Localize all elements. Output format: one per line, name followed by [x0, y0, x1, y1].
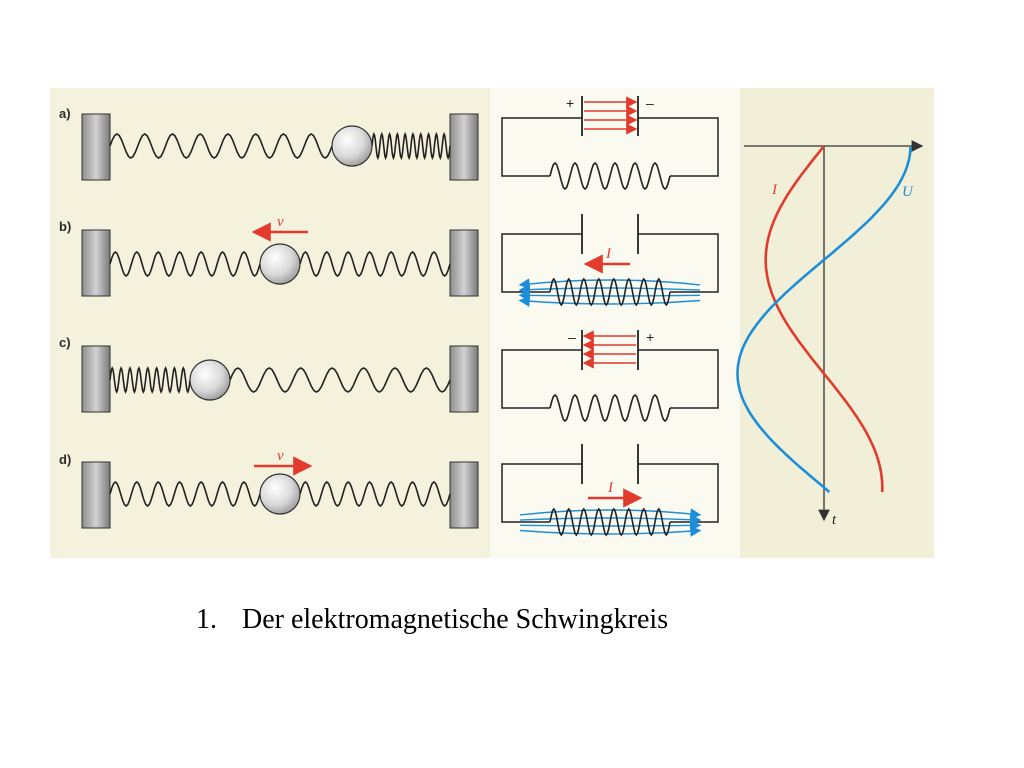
oscillation-graph: I U t: [736, 140, 924, 528]
capacitor-sign-right: –: [646, 95, 654, 111]
right-spring: [229, 367, 451, 393]
right-wall: [449, 345, 479, 413]
right-wall: [449, 229, 479, 297]
field-line: [519, 525, 702, 537]
mass-ball: [331, 125, 373, 167]
right-spring: [299, 250, 451, 278]
circuit-wire: [501, 349, 719, 409]
left-spring: [109, 480, 261, 508]
field-line: [519, 508, 702, 520]
current-label: I: [605, 246, 612, 262]
left-wall: [81, 461, 111, 529]
spring-oscillator-c: [81, 345, 479, 413]
figure-caption: 1. Der elektromagnetische Schwingkreis: [196, 604, 668, 636]
current-curve-label: I: [771, 182, 778, 198]
right-wall: [449, 461, 479, 529]
row-label-c: c): [59, 335, 71, 350]
voltage-curve-label: U: [902, 184, 914, 200]
left-spring: [109, 250, 261, 278]
caption-number: 1.: [196, 604, 217, 635]
oscillator-figure: a) b) c) d) + – v I: [50, 88, 934, 558]
inductor-coil: [549, 277, 671, 307]
left-wall: [81, 229, 111, 297]
spring-oscillator-d: v: [81, 448, 479, 529]
capacitor-sign-left: –: [568, 329, 576, 345]
time-axis-label: t: [832, 512, 837, 528]
lc-circuit-d: I: [501, 444, 719, 537]
capacitor-sign-right: +: [646, 329, 654, 345]
current-label: I: [607, 480, 614, 496]
row-label-d: d): [59, 452, 71, 467]
circuit-panel: [490, 88, 740, 558]
mass-ball: [259, 473, 301, 515]
spring-oscillator-a: [81, 113, 479, 181]
graph-panel: [740, 88, 934, 558]
inductor-coil: [549, 393, 671, 423]
caption-text: Der elektromagnetische Schwingkreis: [242, 604, 669, 635]
mass-ball: [259, 243, 301, 285]
circuit-wire: [501, 117, 719, 177]
left-wall: [81, 345, 111, 413]
inductor-coil: [549, 507, 671, 537]
velocity-label: v: [277, 214, 284, 230]
right-spring: [371, 131, 451, 161]
lc-circuit-b: I: [501, 214, 719, 307]
lc-circuit-c: – +: [501, 329, 719, 423]
field-line: [518, 278, 701, 290]
right-spring: [299, 480, 451, 508]
velocity-label: v: [277, 448, 284, 464]
field-line: [518, 295, 701, 307]
mass-ball: [189, 359, 231, 401]
left-wall: [81, 113, 111, 181]
left-spring: [109, 366, 191, 394]
inductor-coil: [549, 161, 671, 191]
current-curve: [764, 145, 884, 493]
spring-oscillator-b: v: [81, 214, 479, 297]
row-label-a: a): [59, 106, 71, 121]
right-wall: [449, 113, 479, 181]
left-spring: [109, 133, 333, 159]
lc-circuit-a: + –: [501, 95, 719, 191]
voltage-curve: [736, 145, 912, 493]
row-label-b: b): [59, 219, 71, 234]
capacitor-sign-left: +: [566, 95, 574, 111]
